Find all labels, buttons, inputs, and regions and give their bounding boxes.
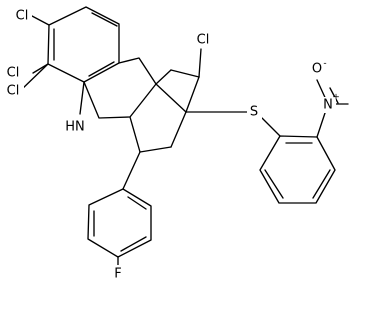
atom-label-f: F [114, 267, 121, 282]
atom-label-n-charge: + [332, 93, 340, 103]
atom-label-s: S [250, 105, 258, 120]
central-fused-ring [83, 57, 200, 153]
fluorophenyl-ring [87, 151, 152, 266]
atom-label-o-charge: - [323, 59, 326, 69]
atom-label-o: O [312, 62, 322, 77]
atom-label-cl-lower-left: Cl [7, 66, 20, 81]
top-chloro-bond [198, 48, 202, 78]
atom-label-nh: HN [65, 120, 85, 135]
atom-label-n: N [323, 98, 333, 113]
left-ring-substituents [19, 15, 85, 115]
atom-label-cl-top: Cl [197, 33, 210, 48]
left-benzene-ring [47, 6, 120, 83]
atom-label-cl-upper-left: Cl [16, 9, 29, 24]
thioether-link [185, 111, 281, 137]
atom-label-cl-lower-left-2: Cl [7, 84, 20, 99]
nitrophenyl-ring [259, 103, 336, 204]
